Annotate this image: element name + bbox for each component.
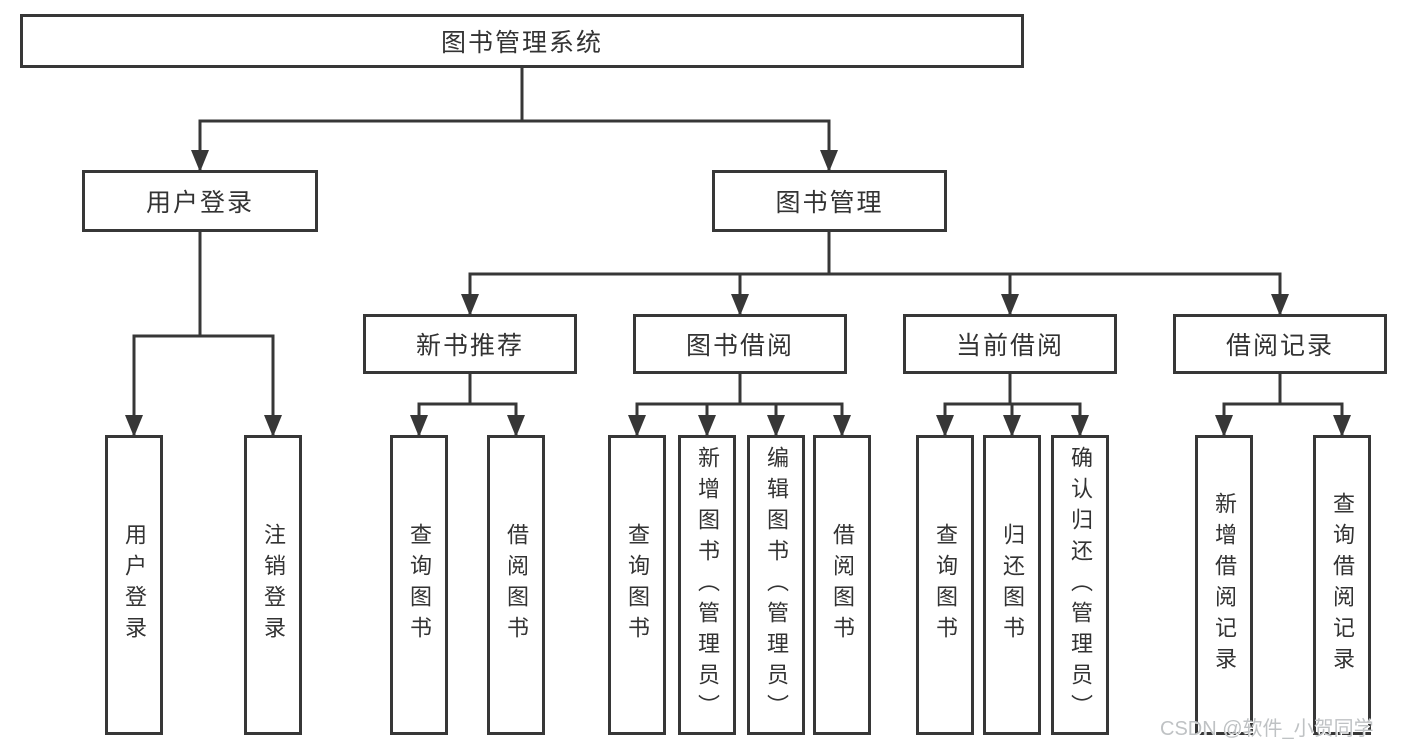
edge-bookborrow-bus: [635, 402, 844, 437]
arrow-down-icon: [628, 415, 646, 437]
node-new-book-recommend: 新书推荐: [363, 314, 577, 374]
arrow-down-icon: [507, 415, 525, 437]
leaf-br-add-record-label: 新增借阅记录: [1212, 492, 1237, 678]
leaf-cb-query-books-label: 查询图书: [933, 523, 958, 647]
leaf-bb-add-books-admin: 新增图书（管理员）: [678, 435, 736, 735]
leaf-nb-borrow-books: 借阅图书: [487, 435, 545, 735]
arrow-down-icon: [820, 150, 838, 172]
arrow-down-icon: [410, 415, 428, 437]
edge-borrowrecords-bus: [1222, 402, 1344, 437]
arrow-down-icon: [936, 415, 954, 437]
leaf-bb-borrow-books-label: 借阅图书: [830, 523, 855, 647]
leaf-nb-borrow-books-label: 借阅图书: [504, 523, 529, 647]
arrow-down-icon: [1333, 415, 1351, 437]
arrowheads: [125, 150, 1351, 437]
node-borrow-records: 借阅记录: [1173, 314, 1387, 374]
node-new-book-recommend-label: 新书推荐: [415, 332, 524, 360]
node-root: 图书管理系统: [20, 14, 1024, 68]
arrow-down-icon: [1001, 294, 1019, 316]
leaf-br-query-record-label: 查询借阅记录: [1330, 492, 1355, 678]
arrow-down-icon: [698, 415, 716, 437]
leaf-logout-label: 注销登录: [261, 523, 286, 647]
leaf-bb-edit-books-admin: 编辑图书（管理员）: [747, 435, 805, 735]
node-root-label: 图书管理系统: [440, 29, 603, 57]
arrow-down-icon: [264, 415, 282, 437]
leaf-user-login-label: 用户登录: [122, 523, 147, 647]
leaf-bb-query-books-label: 查询图书: [625, 523, 650, 647]
arrow-down-icon: [461, 294, 479, 316]
node-book-management: 图书管理: [712, 170, 947, 232]
edge-bookmgmt-bus: [468, 272, 1282, 316]
arrow-down-icon: [1271, 294, 1289, 316]
edge-userlogin-bus: [132, 334, 275, 437]
leaf-logout: 注销登录: [244, 435, 302, 735]
arrow-down-icon: [1003, 415, 1021, 437]
node-book-management-label: 图书管理: [775, 189, 884, 217]
leaf-cb-query-books: 查询图书: [916, 435, 974, 735]
node-user-login-label: 用户登录: [145, 189, 254, 217]
node-book-borrow-label: 图书借阅: [685, 332, 794, 360]
leaf-nb-query-books: 查询图书: [390, 435, 448, 735]
leaf-cb-confirm-return-admin-label: 确认归还（管理员）: [1068, 445, 1093, 725]
leaf-cb-confirm-return-admin: 确认归还（管理员）: [1051, 435, 1109, 735]
leaf-bb-query-books: 查询图书: [608, 435, 666, 735]
leaf-cb-return-books: 归还图书: [983, 435, 1041, 735]
edge-newbooks-bus: [417, 402, 518, 437]
leaf-nb-query-books-label: 查询图书: [407, 523, 432, 647]
edges: [132, 68, 1344, 437]
node-current-borrow-label: 当前借阅: [955, 332, 1064, 360]
node-current-borrow: 当前借阅: [903, 314, 1117, 374]
node-book-borrow: 图书借阅: [633, 314, 847, 374]
arrow-down-icon: [767, 415, 785, 437]
arrow-down-icon: [833, 415, 851, 437]
leaf-cb-return-books-label: 归还图书: [1000, 523, 1025, 647]
node-borrow-records-label: 借阅记录: [1225, 332, 1334, 360]
arrow-down-icon: [125, 415, 143, 437]
leaf-user-login: 用户登录: [105, 435, 163, 735]
leaf-br-query-record: 查询借阅记录: [1313, 435, 1371, 735]
arrow-down-icon: [731, 294, 749, 316]
arrow-down-icon: [1071, 415, 1089, 437]
leaf-br-add-record: 新增借阅记录: [1195, 435, 1253, 735]
leaf-bb-add-books-admin-label: 新增图书（管理员）: [695, 445, 720, 725]
edge-root-bus: [198, 119, 831, 172]
leaf-bb-borrow-books: 借阅图书: [813, 435, 871, 735]
arrow-down-icon: [1215, 415, 1233, 437]
arrow-down-icon: [191, 150, 209, 172]
node-user-login: 用户登录: [82, 170, 318, 232]
leaf-bb-edit-books-admin-label: 编辑图书（管理员）: [764, 445, 789, 725]
watermark: CSDN @软件_小贺同学: [1160, 718, 1374, 740]
